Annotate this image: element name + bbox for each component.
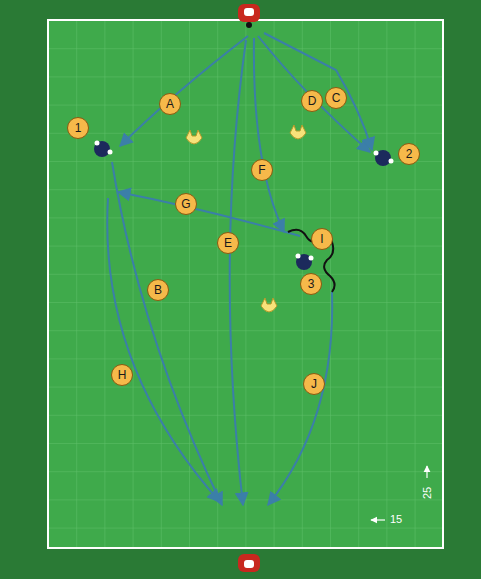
goal-top: [238, 4, 260, 28]
step-marker: 2: [398, 143, 420, 165]
step-marker: J: [303, 373, 325, 395]
attacker-player: [296, 254, 314, 271]
marker-text: A: [166, 98, 174, 110]
marker-text: 2: [406, 148, 413, 160]
step-marker: E: [217, 232, 239, 254]
dimension-label: 25: [422, 487, 433, 499]
marker-text: B: [154, 284, 162, 296]
step-marker: 3: [300, 273, 322, 295]
pitch: [48, 20, 443, 548]
defender-player: [186, 125, 306, 312]
step-marker: H: [111, 364, 133, 386]
attacker-player: [94, 141, 113, 158]
marker-text: 3: [308, 278, 315, 290]
step-marker: G: [175, 193, 197, 215]
goal-bottom: [238, 554, 260, 572]
dimension-arrows: [371, 466, 427, 520]
marker-text: G: [181, 198, 190, 210]
step-marker: A: [159, 93, 181, 115]
marker-text: D: [308, 95, 317, 107]
pass-arrows: [107, 33, 372, 505]
marker-text: I: [320, 233, 323, 245]
marker-text: F: [258, 164, 265, 176]
marker-text: H: [118, 369, 127, 381]
marker-text: J: [311, 378, 317, 390]
marker-text: E: [224, 237, 232, 249]
pitch-border: [48, 20, 443, 548]
step-marker: I: [311, 228, 333, 250]
step-marker: C: [325, 87, 347, 109]
step-marker: F: [251, 159, 273, 181]
attacker-player: [374, 150, 394, 166]
marker-text: C: [332, 92, 341, 104]
step-marker: 1: [67, 117, 89, 139]
marker-text: 1: [75, 122, 82, 134]
pitch-grid: [48, 20, 443, 548]
step-marker: B: [147, 279, 169, 301]
dimension-label: 15: [390, 514, 402, 525]
step-marker: D: [301, 90, 323, 112]
